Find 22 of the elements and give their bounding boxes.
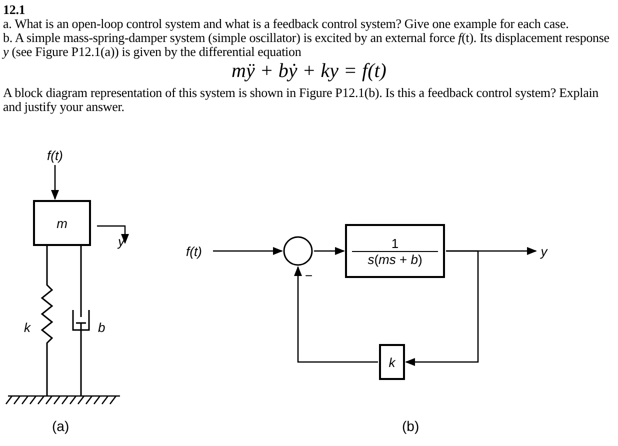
arrow xyxy=(213,247,283,255)
arrow xyxy=(314,247,345,255)
summing-junction xyxy=(283,236,313,266)
gain-block: k xyxy=(379,344,405,380)
transfer-function-block: 1 s(ms + b) xyxy=(345,224,445,278)
arrow xyxy=(294,266,378,363)
figure-label: (b) xyxy=(402,418,420,434)
force-label: f(t) xyxy=(35,146,75,164)
question-text: a. What is an open-loop control system and what is a feedback control system? Give one example for each case. xyxy=(3,17,570,31)
minus-sign: − xyxy=(305,268,313,283)
input-label: f(t) xyxy=(176,242,212,260)
arrow xyxy=(405,250,479,366)
spring-label: k xyxy=(24,320,30,335)
question-text: b. A simple mass-spring-damper system (simple oscillator) is excited by an external force f(t). Its displacement response y (see Figure P12.1(a)) is given by the differential equation xyxy=(3,31,610,59)
arrow xyxy=(51,165,59,200)
output-label: y xyxy=(537,242,551,260)
mass-block: m xyxy=(33,200,91,246)
equation: mÿ + bẏ + ky = f(t) xyxy=(230,60,388,83)
question-text: A block diagram representation of this system is shown in Figure P12.1(b). Is this a feedback control system? Explain and justify your answer. xyxy=(3,86,600,114)
damper-label: b xyxy=(98,320,106,335)
problem-number: 12.1 xyxy=(3,3,26,17)
figure-label: (a) xyxy=(52,418,70,434)
